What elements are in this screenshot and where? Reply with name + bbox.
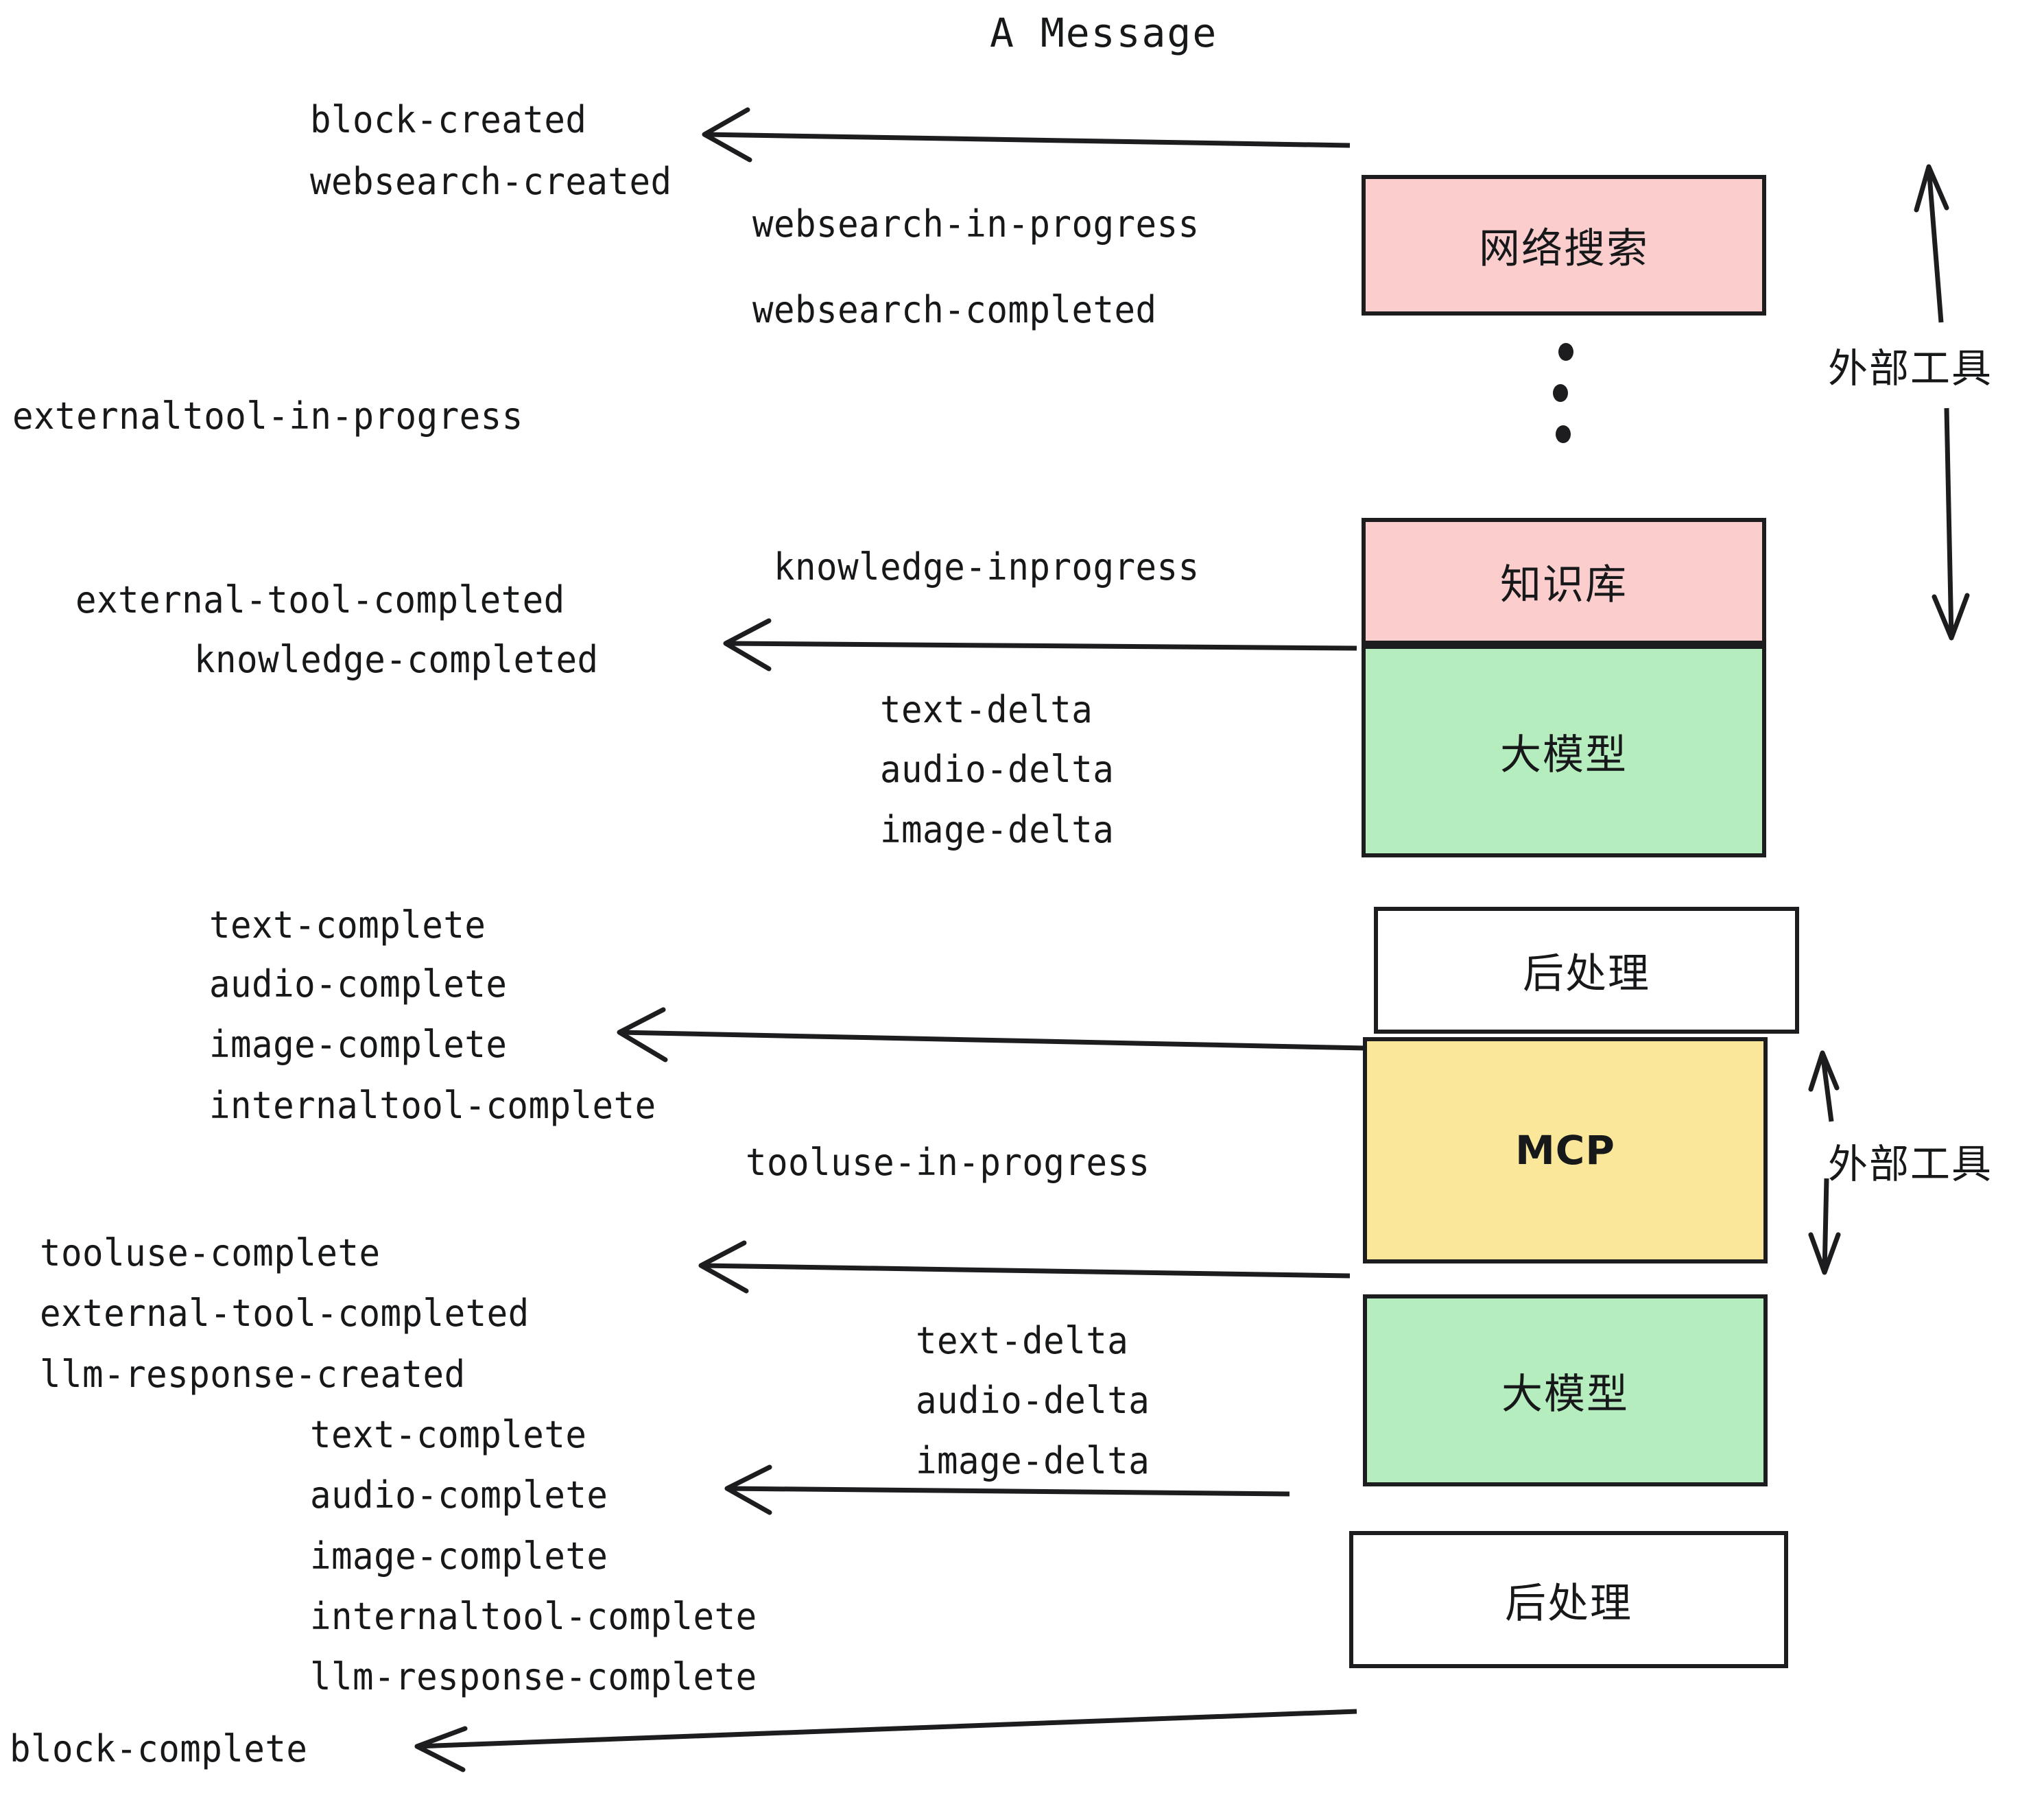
event-knowledge-completed: knowledge-completed (194, 638, 599, 681)
event-llm-response-complete: llm-response-complete (310, 1655, 757, 1698)
arrow-websearch-to-created (702, 107, 1351, 163)
box-websearch-label: 网络搜索 (1479, 225, 1649, 273)
scope-label-external-tool-bottom: 外部工具 (1828, 1141, 1993, 1187)
event-audio-delta-2: audio-delta (916, 1379, 1150, 1422)
event-internaltool-complete-1: internaltool-complete (209, 1084, 656, 1127)
diagram-title: A Message (990, 10, 1218, 56)
event-text-delta-1: text-delta (880, 688, 1093, 731)
scope-label-external-tool-top: 外部工具 (1828, 345, 1993, 392)
box-llm-1[interactable]: 大模型 (1362, 645, 1766, 857)
box-mcp[interactable]: MCP (1363, 1037, 1768, 1263)
event-audio-delta-1: audio-delta (880, 748, 1115, 791)
event-block-created: block-created (310, 98, 587, 141)
arrow-mcp-to-tooluse-complete (698, 1240, 1351, 1294)
event-external-tool-completed-2: external-tool-completed (40, 1292, 530, 1335)
arrow-post2-to-block-complete (414, 1709, 1357, 1772)
box-postprocess-2[interactable]: 后处理 (1349, 1531, 1788, 1668)
box-websearch[interactable]: 网络搜索 (1362, 175, 1766, 316)
event-audio-complete-1: audio-complete (209, 962, 508, 1006)
box-llm-1-label: 大模型 (1500, 731, 1628, 779)
event-text-delta-2: text-delta (916, 1319, 1129, 1362)
event-audio-complete-2: audio-complete (310, 1473, 608, 1517)
event-image-delta-1: image-delta (880, 808, 1115, 851)
event-websearch-in-progress: websearch-in-progress (752, 202, 1200, 246)
event-image-complete-1: image-complete (209, 1023, 508, 1066)
event-internaltool-complete-2: internaltool-complete (310, 1595, 757, 1638)
event-externaltool-in-progress: externaltool-in-progress (12, 394, 523, 438)
event-image-complete-2: image-complete (310, 1534, 608, 1578)
event-text-complete-2: text-complete (310, 1413, 587, 1456)
box-llm-2-label: 大模型 (1501, 1370, 1629, 1419)
box-knowledge[interactable]: 知识库 (1362, 518, 1766, 645)
scope-arrow-external-tool-top (1914, 164, 1970, 641)
event-websearch-created: websearch-created (310, 160, 672, 203)
box-postprocess-1[interactable]: 后处理 (1374, 907, 1799, 1034)
vertical-ellipsis-icon (1543, 343, 1584, 473)
event-text-complete-1: text-complete (209, 903, 486, 947)
event-tooluse-complete: tooluse-complete (40, 1231, 381, 1274)
box-postprocess-1-label: 后处理 (1523, 950, 1650, 998)
arrow-post-to-image-complete (617, 1007, 1366, 1063)
arrow-knowledge-to-completed (723, 618, 1357, 672)
event-external-tool-completed-1: external-tool-completed (75, 578, 565, 621)
event-image-delta-2: image-delta (916, 1439, 1150, 1482)
box-knowledge-label: 知识库 (1500, 561, 1628, 609)
box-mcp-label: MCP (1515, 1127, 1615, 1174)
event-tooluse-in-progress: tooluse-in-progress (746, 1141, 1150, 1184)
event-block-complete: block-complete (10, 1727, 308, 1770)
event-knowledge-inprogress: knowledge-inprogress (774, 545, 1200, 589)
event-websearch-completed: websearch-completed (752, 288, 1157, 331)
box-postprocess-2-label: 后处理 (1505, 1579, 1632, 1628)
event-llm-response-created: llm-response-created (40, 1353, 466, 1396)
box-llm-2[interactable]: 大模型 (1363, 1294, 1768, 1486)
